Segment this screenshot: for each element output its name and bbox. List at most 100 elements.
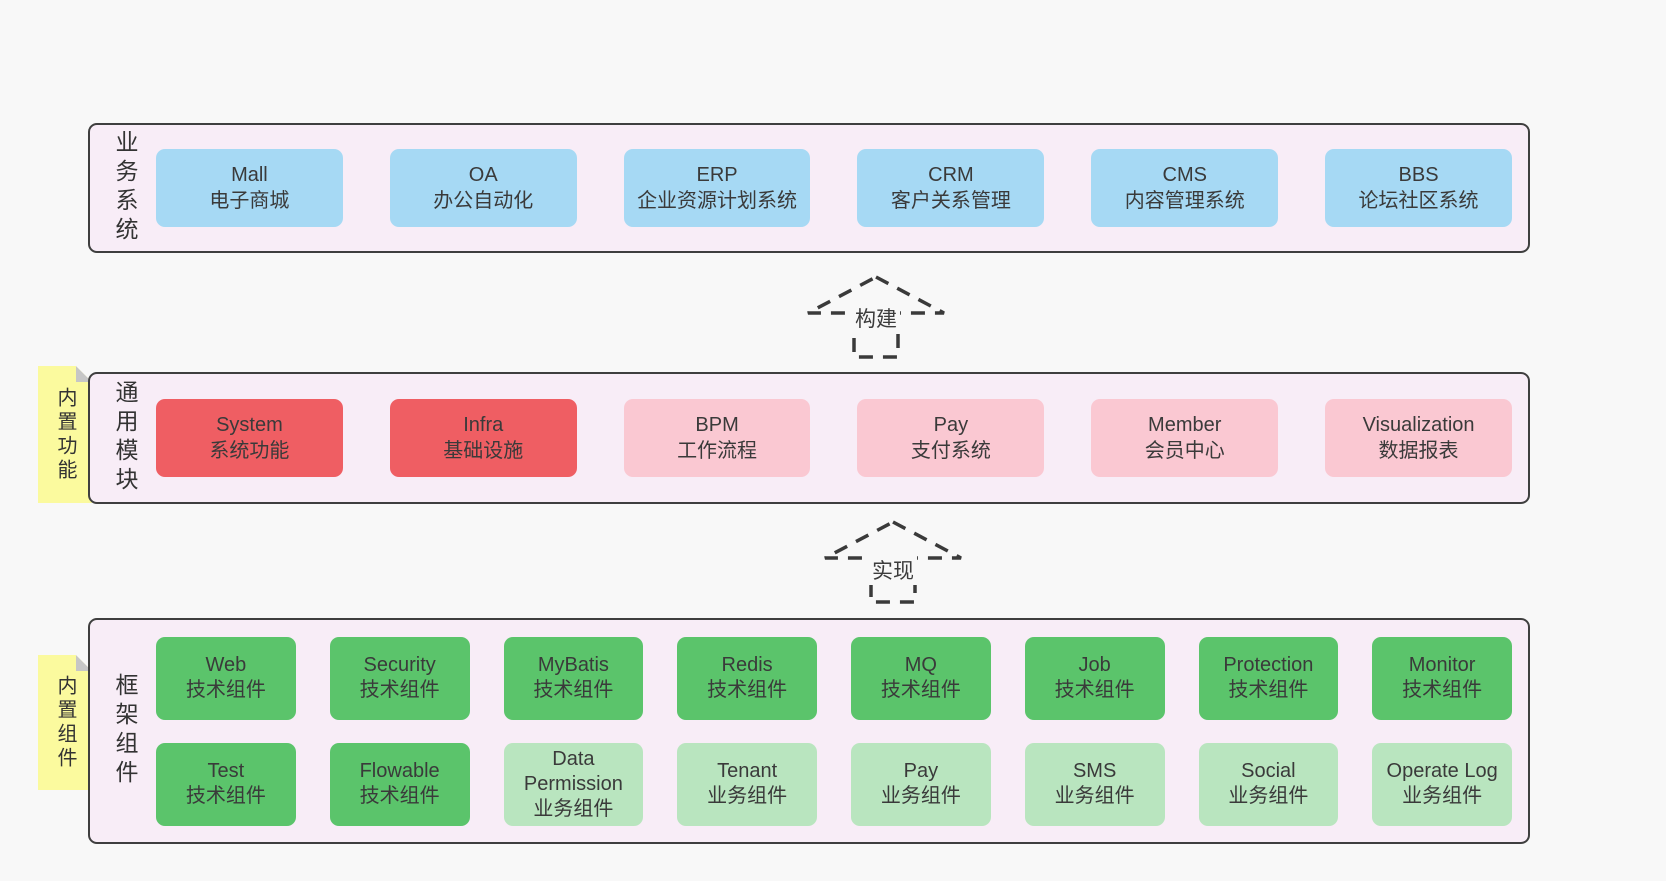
node-subtitle: 论坛社区系统 bbox=[1358, 190, 1479, 212]
node-title: Member bbox=[1148, 414, 1222, 436]
node-subtitle: 基础设施 bbox=[443, 440, 524, 462]
business-systems-row: Mall 电子商城 OA 办公自动化 ERP 企业资源计划系统 CRM 客户关系… bbox=[156, 149, 1512, 227]
node-title: Test bbox=[207, 760, 245, 782]
sticky-note-builtin-components: 内置组件 bbox=[38, 655, 92, 790]
band-framework-components: 框架组件 Web 技术组件 Security 技术组件 MyBatis 技术组件… bbox=[88, 618, 1530, 844]
node-title: CRM bbox=[928, 164, 974, 186]
node-title: BBS bbox=[1398, 164, 1439, 186]
node-subtitle: 业务组件 bbox=[707, 785, 788, 807]
node-title: Operate Log bbox=[1386, 760, 1498, 782]
node-title: OA bbox=[468, 164, 498, 186]
node-title: SMS bbox=[1072, 760, 1117, 782]
node-job: Job 技术组件 bbox=[1024, 636, 1165, 720]
node-title: CMS bbox=[1162, 164, 1207, 186]
node-flowable: Flowable 技术组件 bbox=[329, 742, 470, 826]
implement-arrow-label: 实现 bbox=[818, 555, 968, 585]
node-pay-module: Pay 支付系统 bbox=[857, 399, 1045, 477]
framework-components-rows: Web 技术组件 Security 技术组件 MyBatis 技术组件 Redi… bbox=[156, 636, 1512, 826]
node-subtitle: 业务组件 bbox=[880, 785, 961, 807]
node-subtitle: 数据报表 bbox=[1378, 440, 1459, 462]
node-subtitle: 办公自动化 bbox=[433, 190, 534, 212]
node-data-permission: Data Permission 业务组件 bbox=[503, 742, 644, 826]
node-title: System bbox=[216, 414, 283, 436]
node-monitor: Monitor 技术组件 bbox=[1372, 636, 1512, 720]
node-title: Pay bbox=[903, 760, 939, 782]
node-title: MyBatis bbox=[537, 654, 609, 676]
node-subtitle: 业务组件 bbox=[1402, 785, 1483, 807]
node-member: Member 会员中心 bbox=[1091, 399, 1279, 477]
node-subtitle: 工作流程 bbox=[677, 440, 758, 462]
node-subtitle: 技术组件 bbox=[359, 785, 440, 807]
node-title: Pay bbox=[933, 414, 969, 436]
node-subtitle: 系统功能 bbox=[209, 440, 290, 462]
node-system: System 系统功能 bbox=[156, 399, 343, 477]
node-subtitle: 技术组件 bbox=[533, 679, 614, 701]
node-title: BPM bbox=[695, 414, 739, 436]
node-security: Security 技术组件 bbox=[329, 636, 470, 720]
node-infra: Infra 基础设施 bbox=[389, 399, 577, 477]
node-title: ERP bbox=[696, 164, 738, 186]
node-bpm: BPM 工作流程 bbox=[623, 399, 811, 477]
node-title: Social bbox=[1241, 760, 1296, 782]
node-visualization: Visualization 数据报表 bbox=[1325, 399, 1512, 477]
node-oa: OA 办公自动化 bbox=[389, 149, 577, 227]
node-subtitle: 技术组件 bbox=[1402, 679, 1483, 701]
node-protection: Protection 技术组件 bbox=[1198, 636, 1339, 720]
band-label-business-systems: 业务系统 bbox=[112, 130, 138, 246]
node-subtitle: 技术组件 bbox=[1054, 679, 1135, 701]
node-subtitle: 技术组件 bbox=[185, 679, 266, 701]
node-subtitle: 内容管理系统 bbox=[1124, 190, 1245, 212]
framework-components-row-2: Test 技术组件 Flowable 技术组件 Data Permission … bbox=[156, 742, 1512, 826]
node-subtitle: 业务组件 bbox=[1228, 785, 1309, 807]
common-modules-row: System 系统功能 Infra 基础设施 BPM 工作流程 Pay 支付系统… bbox=[156, 399, 1512, 477]
node-subtitle: 技术组件 bbox=[707, 679, 788, 701]
node-mall: Mall 电子商城 bbox=[156, 149, 343, 227]
node-cms: CMS 内容管理系统 bbox=[1091, 149, 1279, 227]
node-title: MQ bbox=[904, 654, 937, 676]
build-arrow-icon bbox=[807, 275, 945, 359]
node-title: Monitor bbox=[1408, 654, 1476, 676]
band-label-common-modules: 通用模块 bbox=[112, 380, 138, 496]
node-title: Mall bbox=[231, 164, 268, 186]
node-test: Test 技术组件 bbox=[156, 742, 296, 826]
node-subtitle: 支付系统 bbox=[910, 440, 991, 462]
node-title: Visualization bbox=[1362, 414, 1475, 436]
node-sms: SMS 业务组件 bbox=[1024, 742, 1165, 826]
node-title: Security bbox=[363, 654, 436, 676]
node-mq: MQ 技术组件 bbox=[851, 636, 991, 720]
node-subtitle: 电子商城 bbox=[209, 190, 290, 212]
node-operate-log: Operate Log 业务组件 bbox=[1372, 742, 1512, 826]
node-subtitle: 技术组件 bbox=[1228, 679, 1309, 701]
node-pay-component: Pay 业务组件 bbox=[851, 742, 991, 826]
band-common-modules: 通用模块 System 系统功能 Infra 基础设施 BPM 工作流程 Pay… bbox=[88, 372, 1530, 504]
node-title: Data Permission bbox=[523, 747, 623, 795]
node-title: Protection bbox=[1223, 654, 1314, 676]
framework-components-row-1: Web 技术组件 Security 技术组件 MyBatis 技术组件 Redi… bbox=[156, 636, 1512, 720]
band-business-systems: 业务系统 Mall 电子商城 OA 办公自动化 ERP 企业资源计划系统 CRM… bbox=[88, 123, 1530, 253]
node-mybatis: MyBatis 技术组件 bbox=[503, 636, 644, 720]
node-title: Job bbox=[1078, 654, 1111, 676]
node-subtitle: 会员中心 bbox=[1144, 440, 1225, 462]
node-crm: CRM 客户关系管理 bbox=[857, 149, 1045, 227]
implement-arrow-icon bbox=[824, 520, 962, 604]
node-title: Redis bbox=[721, 654, 773, 676]
node-title: Infra bbox=[463, 414, 504, 436]
node-social: Social 业务组件 bbox=[1198, 742, 1339, 826]
band-label-framework-components: 框架组件 bbox=[112, 673, 138, 789]
node-subtitle: 客户关系管理 bbox=[890, 190, 1011, 212]
node-subtitle: 技术组件 bbox=[880, 679, 961, 701]
node-redis: Redis 技术组件 bbox=[677, 636, 817, 720]
build-arrow-label: 构建 bbox=[801, 303, 951, 333]
node-web: Web 技术组件 bbox=[156, 636, 296, 720]
node-subtitle: 企业资源计划系统 bbox=[637, 190, 798, 212]
node-bbs: BBS 论坛社区系统 bbox=[1325, 149, 1512, 227]
node-title: Web bbox=[205, 654, 247, 676]
sticky-note-builtin-features: 内置功能 bbox=[38, 366, 92, 503]
node-title: Tenant bbox=[717, 760, 778, 782]
node-title: Flowable bbox=[359, 760, 440, 782]
node-subtitle: 业务组件 bbox=[1054, 785, 1135, 807]
node-subtitle: 技术组件 bbox=[359, 679, 440, 701]
node-tenant: Tenant 业务组件 bbox=[677, 742, 817, 826]
node-subtitle: 技术组件 bbox=[185, 785, 266, 807]
